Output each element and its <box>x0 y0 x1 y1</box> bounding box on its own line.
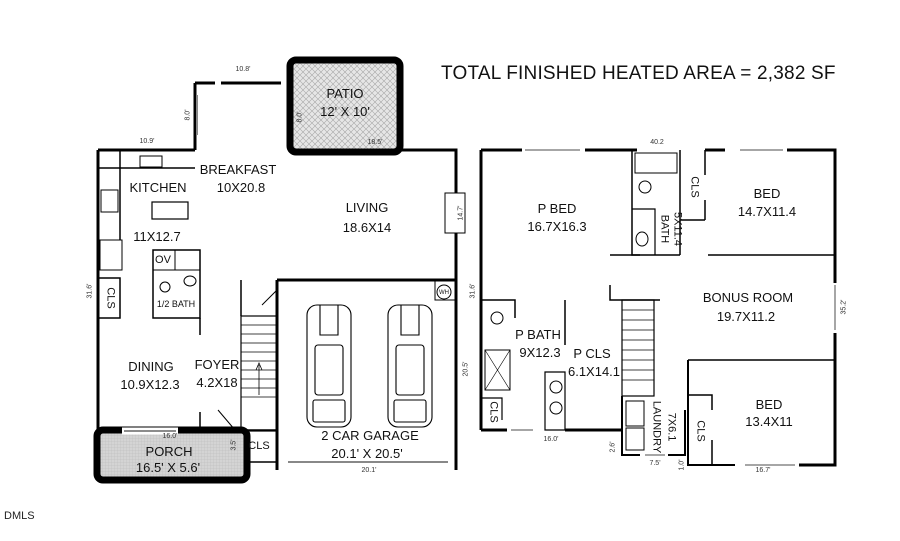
closet-label: CLS <box>487 401 500 423</box>
water-heater-label: WH <box>439 290 449 296</box>
room-laundry-size: 7X6.1 <box>665 412 678 442</box>
room-primary-bed-name: P BED <box>537 201 577 216</box>
room-garage-size: 20.1' X 20.5' <box>331 446 403 461</box>
car-icon <box>387 304 433 428</box>
closet-label: CLS <box>694 420 707 442</box>
second-floor-plan <box>479 148 837 467</box>
dimension-label: 18.5' <box>367 139 383 146</box>
car-icon <box>306 304 352 428</box>
closet-label: CLS <box>248 440 270 452</box>
room-kitchen-size: 11X12.7 <box>133 229 181 244</box>
dimension-label: 14.7' <box>457 205 465 221</box>
room-bonus-size: 19.7X11.2 <box>716 309 776 324</box>
room-bed-size: 14.7X11.4 <box>737 204 797 219</box>
room-dining-name: DINING <box>128 359 174 374</box>
room-garage-name: 2 CAR GARAGE <box>321 428 419 443</box>
dimension-label: 20.5' <box>462 361 470 377</box>
dimension-label: 20.1' <box>361 467 377 474</box>
room-primary-closet-name: P CLS <box>573 346 611 361</box>
room-bed-lower-name: BED <box>755 397 783 412</box>
room-living-name: LIVING <box>345 200 389 215</box>
room-primary-bed-size: 16.7X16.3 <box>527 219 587 234</box>
room-bath-name: BATH <box>658 214 671 244</box>
dimension-label: 10.9' <box>139 138 155 145</box>
dimension-label: 1.0' <box>678 459 686 471</box>
room-primary-bath-size: 9X12.3 <box>519 345 561 360</box>
dimension-label: 8.0' <box>184 109 192 121</box>
first-floor-plan <box>93 56 466 484</box>
dimension-label: 8.0' <box>296 111 304 123</box>
dimension-label: 3.5' <box>230 439 238 451</box>
dimension-label: 40.2 <box>650 139 664 146</box>
dimension-label: 16.0' <box>543 436 559 443</box>
room-living-size: 18.6X14 <box>342 220 392 235</box>
room-bed-name: BED <box>753 186 781 201</box>
dimension-label: 2.6' <box>609 441 617 453</box>
dimension-label: 35.2' <box>840 299 848 315</box>
room-foyer-name: FOYER <box>194 357 240 372</box>
room-patio-size: 12' X 10' <box>320 104 370 119</box>
room-dining-size: 10.9X12.3 <box>120 377 180 392</box>
closet-label: CLS <box>688 176 701 198</box>
room-porch-size: 16.5' X 5.6' <box>135 460 201 475</box>
closet-label: CLS <box>104 287 117 309</box>
room-breakfast-name: BREAKFAST <box>199 162 277 177</box>
dimension-label: 16.7' <box>755 467 771 474</box>
room-primary-closet-size: 6.1X14.1 <box>567 364 621 379</box>
room-kitchen-name: KITCHEN <box>129 180 187 195</box>
room-porch-name: PORCH <box>145 444 193 459</box>
dimension-label: 7.5' <box>649 460 661 467</box>
dimension-label: 10.8' <box>235 66 251 73</box>
room-primary-bath-name: P BATH <box>515 327 561 342</box>
room-foyer-size: 4.2X18 <box>196 375 238 390</box>
room-half-bath-name: 1/2 BATH <box>156 299 196 309</box>
room-patio-name: PATIO <box>326 86 364 101</box>
oven-label: OV <box>155 254 171 266</box>
total-area-title: TOTAL FINISHED HEATED AREA = 2,382 SF <box>441 63 836 84</box>
room-bed-lower-size: 13.4X11 <box>745 414 793 429</box>
room-bath-size: 5X11.4 <box>671 211 684 247</box>
dimension-label: 31.6' <box>86 283 94 299</box>
source-watermark: DMLS <box>4 510 35 522</box>
dimension-label: 31.6' <box>469 283 477 299</box>
room-laundry-name: LAUNDRY <box>650 400 663 454</box>
room-breakfast-size: 10X20.8 <box>216 180 266 195</box>
dimension-label: 16.0' <box>162 433 178 440</box>
room-bonus-name: BONUS ROOM <box>702 290 794 305</box>
